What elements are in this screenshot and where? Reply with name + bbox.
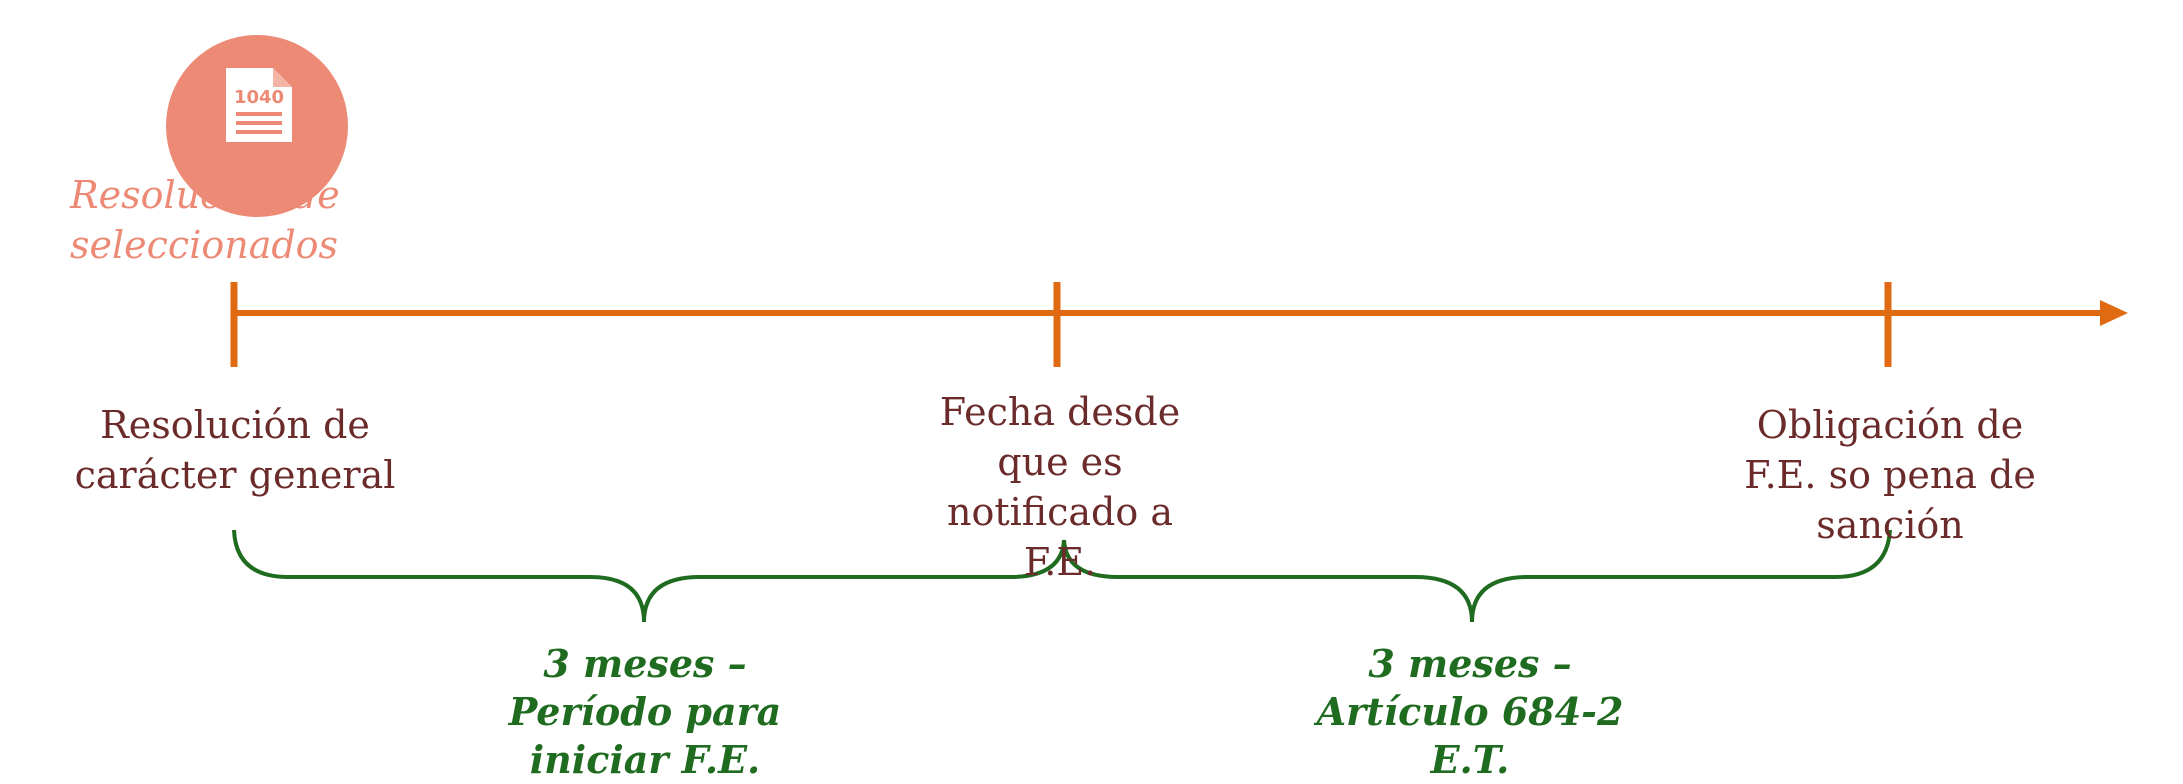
point-middle-line1: Fecha desde [939, 390, 1181, 434]
title-line2: seleccionados [70, 223, 339, 267]
bracket-right-line3: E.T. [1430, 737, 1510, 782]
point-label-end: Obligación de F.E. so pena de sanción [1680, 400, 2100, 550]
point-middle-line2: que es [997, 440, 1123, 484]
doc-number: 1040 [234, 87, 284, 108]
point-label-middle: Fecha desde que es notificado a F.E. [860, 387, 1260, 587]
brace-right [1062, 529, 1892, 623]
bracket-right-line1: 3 meses – [1368, 641, 1572, 686]
point-end-line3: sanción [1816, 503, 1964, 547]
timeline-arrowhead [2100, 300, 2128, 326]
bracket-label-left: 3 meses – Período para iniciar F.E. [420, 640, 870, 784]
title-line1: Resolución de [70, 173, 340, 217]
point-end-line2: F.E. so pena de [1744, 453, 2036, 497]
point-label-start: Resolución de carácter general [20, 400, 450, 500]
bracket-left-line1: 3 meses – [543, 641, 747, 686]
brace-left [232, 529, 1066, 623]
point-start-line2: carácter general [74, 453, 396, 497]
bracket-label-right: 3 meses – Artículo 684-2 E.T. [1230, 640, 1710, 784]
bracket-right-line2: Artículo 684-2 [1316, 689, 1624, 734]
point-middle-line3: notificado a [947, 490, 1173, 534]
point-start-line1: Resolución de [100, 403, 370, 447]
bracket-left-line2: Período para [508, 689, 782, 734]
tax-form-document-icon: 1040 [226, 68, 292, 142]
point-middle-line4: F.E. [1023, 540, 1097, 584]
title-label: Resolución de seleccionados [70, 170, 430, 270]
point-end-line1: Obligación de [1756, 403, 2024, 447]
bracket-left-line3: iniciar F.E. [529, 737, 761, 782]
